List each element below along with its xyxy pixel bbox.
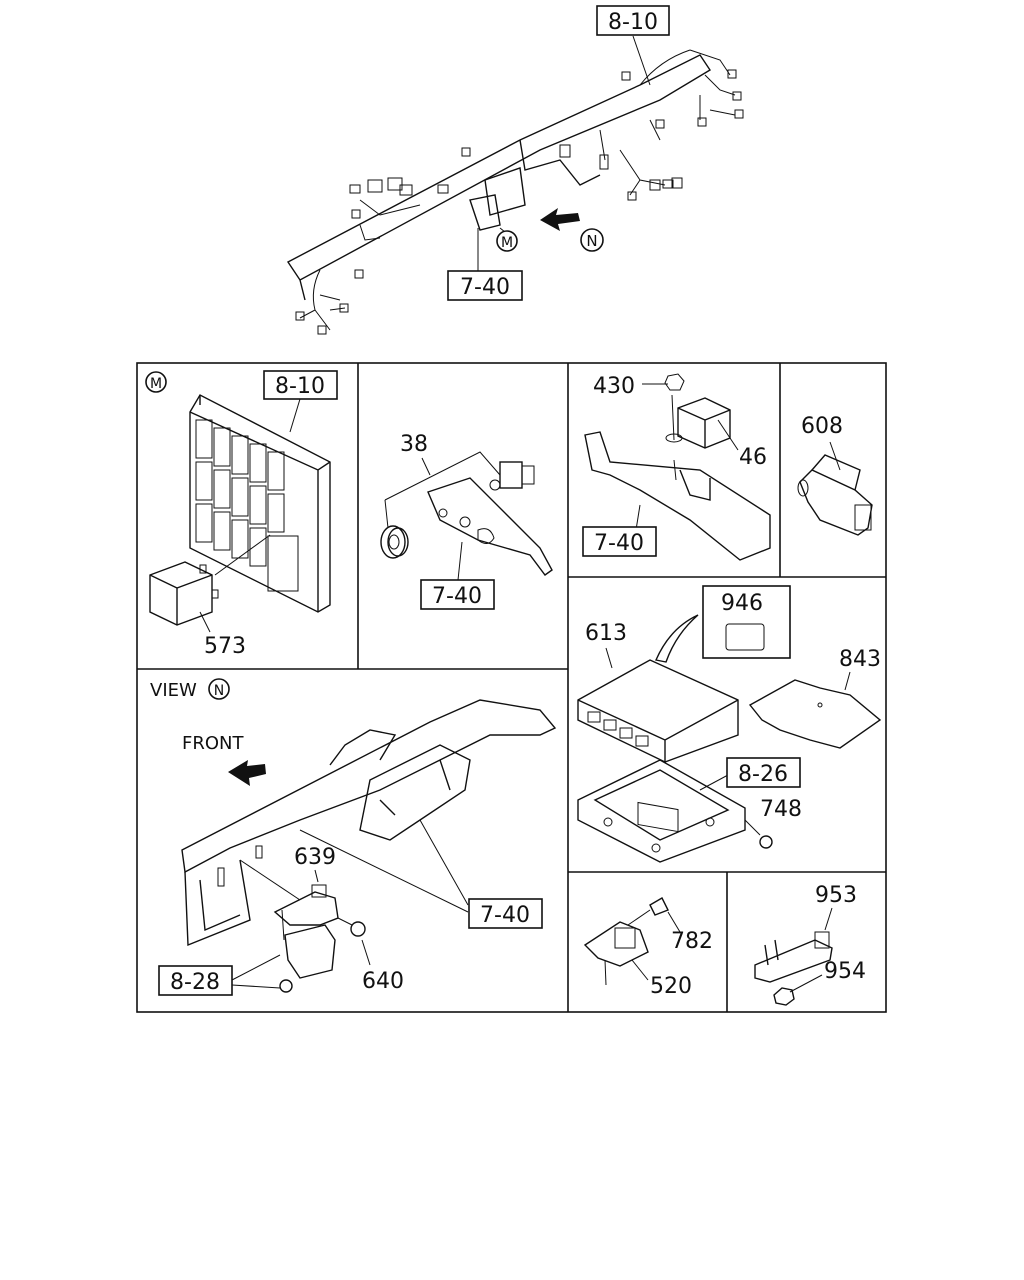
view-ref-8-28: 8-28 — [170, 970, 220, 995]
callout-box-7-40-top — [447, 270, 523, 301]
part-748: 748 — [760, 797, 802, 822]
marker-n-top: N — [586, 232, 597, 250]
panel-520: 782 520 — [583, 897, 713, 999]
direction-arrow-icon — [540, 208, 580, 231]
panel-608: 608 — [797, 414, 873, 536]
panel-ecu: 613 946 843 8-26 748 — [577, 585, 882, 863]
part-38: 38 — [400, 432, 428, 457]
view-ref-7-40: 7-40 — [480, 903, 530, 928]
marker-m-circle — [496, 230, 518, 252]
part-946: 946 — [721, 591, 763, 616]
panel-38: 38 7-40 — [380, 432, 553, 610]
part-430: 430 — [593, 374, 635, 399]
panel-relay-ref-7-40: 7-40 — [594, 531, 644, 556]
harness-overview — [286, 35, 744, 335]
panel-m-ref-8-10: 8-10 — [275, 374, 325, 399]
relay-block — [189, 394, 331, 613]
panel-grid — [136, 362, 887, 1013]
part-608: 608 — [801, 414, 843, 439]
part-782: 782 — [671, 929, 713, 954]
panel-view-n: VIEW N FRONT 639 640 7-40 8-28 — [150, 678, 557, 996]
marker-n-circle — [580, 228, 604, 252]
panel-38-ref-7-40: 7-40 — [432, 584, 482, 609]
marker-m-top: M — [501, 235, 513, 251]
view-label: VIEW — [150, 680, 197, 701]
part-46: 46 — [739, 445, 767, 470]
callout-7-40-top: 7-40 — [460, 275, 510, 300]
relay-573 — [149, 534, 271, 633]
front-label: FRONT — [182, 733, 244, 754]
ecu-ref-8-26: 8-26 — [738, 762, 788, 787]
part-639: 639 — [294, 845, 336, 870]
part-954: 954 — [824, 959, 866, 984]
callout-8-10-top: 8-10 — [608, 10, 658, 35]
part-843: 843 — [839, 647, 881, 672]
part-640: 640 — [362, 969, 404, 994]
panel-953: 953 954 — [754, 883, 866, 1006]
part-573: 573 — [204, 634, 246, 659]
callout-box-8-10-top — [596, 5, 670, 36]
panel-m: M 8-10 — [145, 370, 338, 659]
panel-relay: 430 46 7-40 — [582, 373, 771, 561]
part-613: 613 — [585, 621, 627, 646]
part-520: 520 — [650, 974, 692, 999]
front-arrow-icon — [228, 760, 266, 786]
view-marker-n: N — [214, 683, 224, 699]
part-953: 953 — [815, 883, 857, 908]
panel-m-marker: M — [150, 376, 162, 392]
